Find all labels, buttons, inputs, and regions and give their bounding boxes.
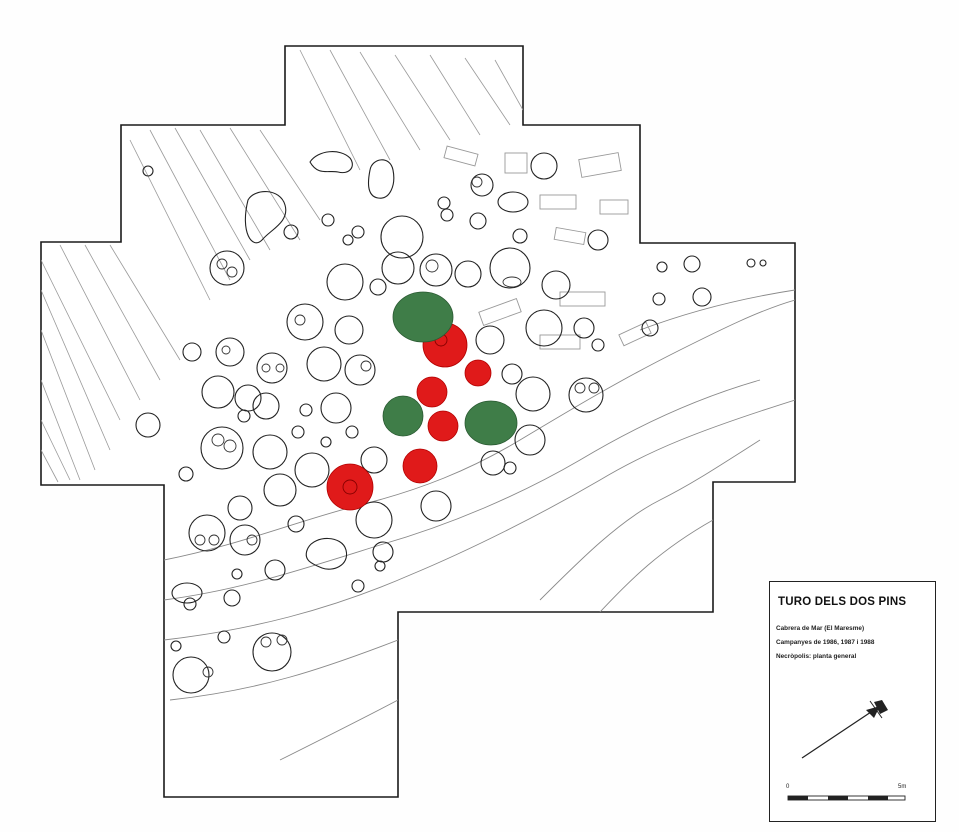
campaigns-line: Campanyes de 1986, 1987 i 1988 (776, 639, 875, 646)
red-tombs (326, 322, 492, 511)
scale-bar (787, 795, 906, 801)
site-title: TURO DELS DOS PINS (778, 596, 907, 608)
scale-start-label: 0 (786, 784, 790, 790)
location-line: Cabrera de Mar (El Maresme) (776, 625, 865, 632)
legend-graphics (787, 700, 906, 801)
subject-line: Necròpolis: planta general (776, 653, 857, 660)
terrain-lines (41, 49, 795, 761)
tomb-pits (135, 151, 767, 694)
legend-box: TURO DELS DOS PINS Cabrera de Mar (El Ma… (769, 581, 936, 822)
north-arrow-icon (801, 700, 888, 759)
scale-end-label: 5m (898, 784, 907, 790)
green-tombs (382, 291, 518, 446)
